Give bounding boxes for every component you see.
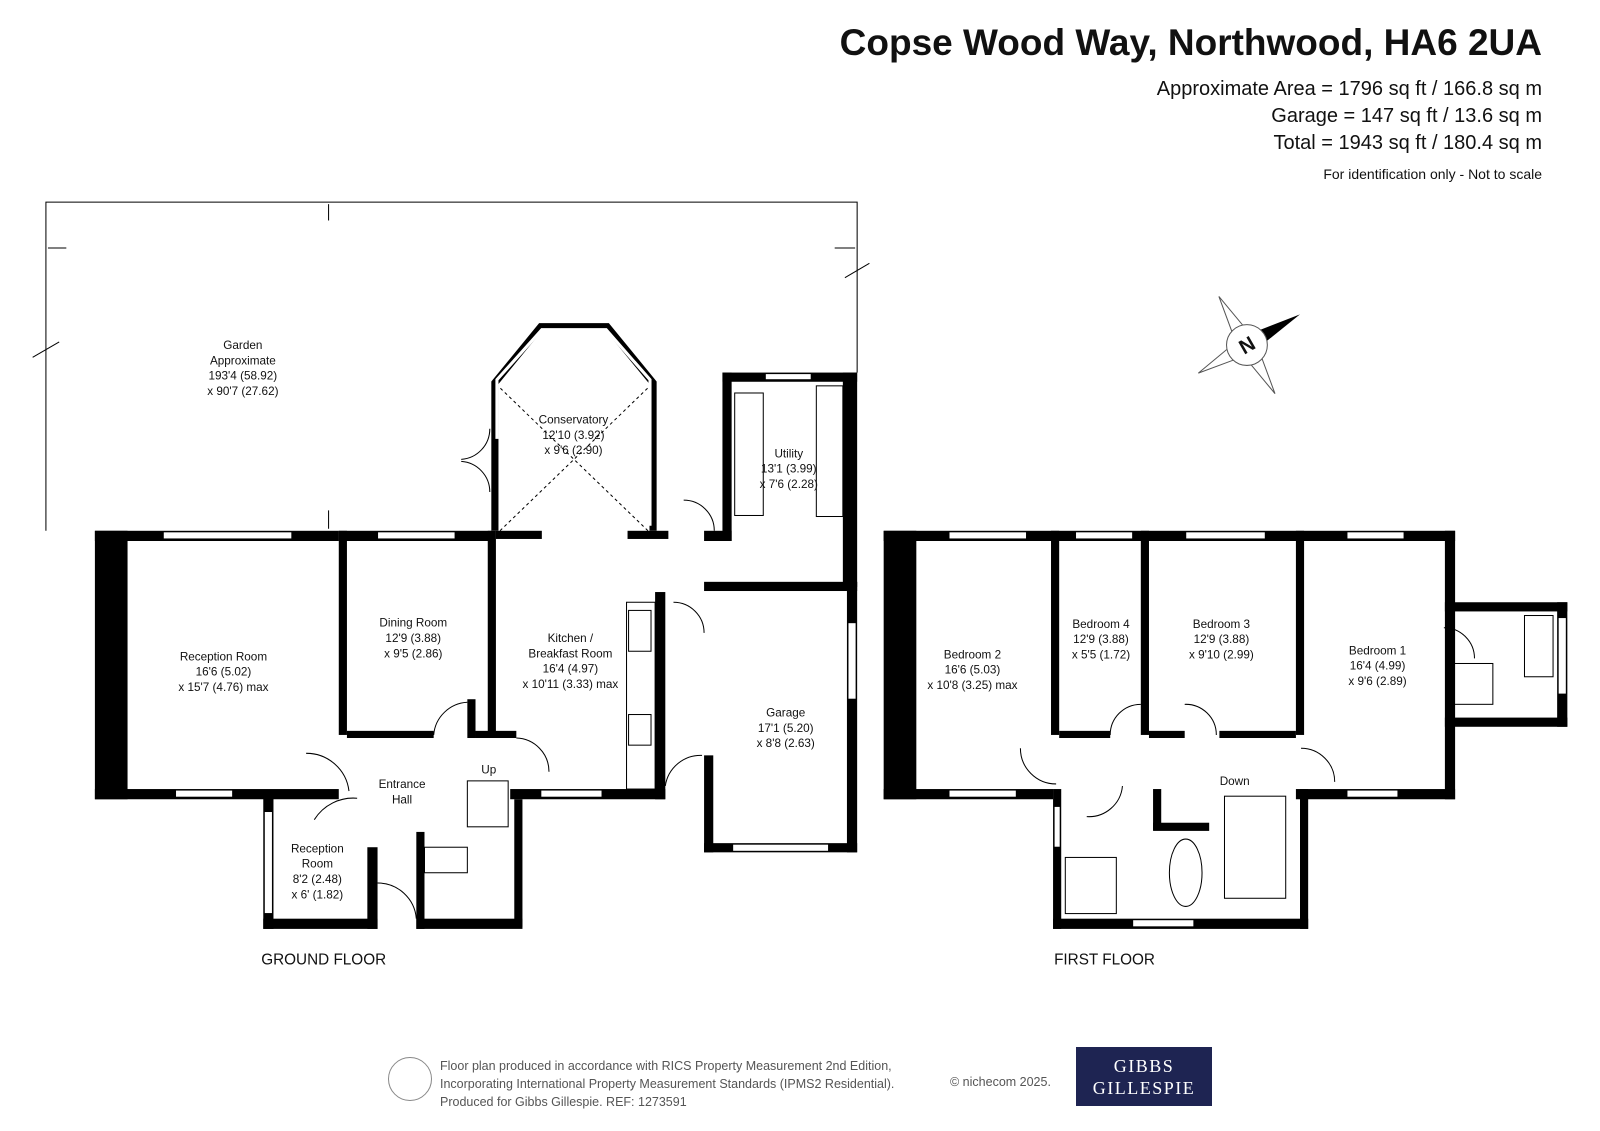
ground-floor-label: GROUND FLOOR	[261, 952, 386, 969]
svg-text:17'1 (5.20): 17'1 (5.20)	[758, 722, 814, 735]
svg-text:12'10 (3.92): 12'10 (3.92)	[542, 429, 604, 442]
scale-note: For identification only - Not to scale	[1323, 166, 1542, 182]
svg-text:x 5'5 (1.72): x 5'5 (1.72)	[1072, 648, 1130, 661]
area-summary: Approximate Area = 1796 sq ft / 166.8 sq…	[1157, 76, 1542, 157]
svg-text:x 9'6 (2.90): x 9'6 (2.90)	[544, 444, 602, 457]
svg-text:12'9 (3.88): 12'9 (3.88)	[1194, 633, 1250, 646]
room-label-conservatory: Conservatory 12'10 (3.92) x 9'6 (2.90)	[539, 414, 609, 458]
footer-line: Produced for Gibbs Gillespie. REF: 12735…	[440, 1095, 687, 1109]
svg-text:Bedroom 4: Bedroom 4	[1072, 618, 1130, 631]
room-label-utility: Utility 13'1 (3.99) x 7'6 (2.28)	[760, 447, 818, 491]
svg-text:Hall: Hall	[392, 793, 412, 806]
svg-text:x 10'8 (3.25) max: x 10'8 (3.25) max	[927, 679, 1017, 692]
svg-text:Garden: Garden	[223, 339, 262, 352]
room-label-bedroom-1: Bedroom 1 16'4 (4.99) x 9'6 (2.89)	[1348, 644, 1406, 688]
svg-text:Reception: Reception	[291, 842, 344, 855]
svg-text:193'4 (58.92): 193'4 (58.92)	[209, 370, 278, 383]
svg-text:x 90'7 (27.62): x 90'7 (27.62)	[207, 385, 278, 398]
room-label-bedroom-3: Bedroom 3 12'9 (3.88) x 9'10 (2.99)	[1189, 618, 1254, 662]
room-label-reception-room: Reception Room 16'6 (5.02) x 15'7 (4.76) m…	[178, 650, 268, 694]
svg-text:12'9 (3.88): 12'9 (3.88)	[1073, 633, 1129, 646]
svg-text:13'1 (3.99): 13'1 (3.99)	[761, 463, 817, 476]
stairs-up-label: Up	[481, 764, 496, 777]
svg-text:12'9 (3.88): 12'9 (3.88)	[385, 632, 441, 645]
svg-text:Utility: Utility	[774, 447, 803, 460]
room-label-kitchen: Kitchen / Breakfast Room 16'4 (4.97) x 10'1…	[523, 632, 619, 691]
svg-text:x 7'6 (2.28): x 7'6 (2.28)	[760, 478, 818, 491]
total-area: Total = 1943 sq ft / 180.4 sq m	[1273, 132, 1543, 154]
svg-text:16'6 (5.03): 16'6 (5.03)	[945, 664, 1001, 677]
svg-text:Room: Room	[302, 858, 333, 871]
stairs-down-label: Down	[1220, 775, 1250, 788]
first-floor-walls	[883, 530, 1568, 929]
svg-text:Conservatory: Conservatory	[539, 414, 609, 427]
svg-text:x 9'5 (2.86): x 9'5 (2.86)	[384, 647, 442, 660]
svg-text:8'2 (2.48): 8'2 (2.48)	[293, 873, 342, 886]
compass-icon: N	[1198, 296, 1300, 394]
room-label-dining-room: Dining Room 12'9 (3.88) x 9'5 (2.86)	[379, 617, 447, 661]
svg-text:Bedroom 3: Bedroom 3	[1193, 618, 1250, 631]
svg-text:Reception Room: Reception Room	[180, 650, 267, 663]
person-icon	[388, 1057, 432, 1101]
svg-text:16'4 (4.97): 16'4 (4.97)	[543, 663, 599, 676]
garden-outline	[32, 201, 870, 531]
svg-text:x 8'8 (2.63): x 8'8 (2.63)	[757, 737, 815, 750]
svg-text:Approximate: Approximate	[210, 354, 276, 367]
property-title: Copse Wood Way, Northwood, HA6 2UA	[839, 22, 1542, 63]
ground-floor-walls	[94, 323, 858, 929]
footer-line: Floor plan produced in accordance with R…	[440, 1059, 892, 1073]
svg-text:Breakfast Room: Breakfast Room	[528, 647, 612, 660]
copyright: © nichecom 2025.	[950, 1075, 1051, 1089]
svg-text:16'4 (4.99): 16'4 (4.99)	[1350, 660, 1406, 673]
svg-text:x 6' (1.82): x 6' (1.82)	[291, 888, 343, 901]
svg-text:x 9'6 (2.89): x 9'6 (2.89)	[1348, 675, 1406, 688]
footer-notice: Floor plan produced in accordance with R…	[440, 1057, 894, 1111]
svg-text:Bedroom 1: Bedroom 1	[1349, 644, 1406, 657]
svg-text:Dining Room: Dining Room	[379, 617, 447, 630]
room-label-bedroom-4: Bedroom 4 12'9 (3.88) x 5'5 (1.72)	[1072, 618, 1130, 662]
room-label-bedroom-2: Bedroom 2 16'6 (5.03) x 10'8 (3.25) max	[927, 648, 1017, 692]
approximate-area: Approximate Area = 1796 sq ft / 166.8 sq…	[1156, 78, 1542, 100]
svg-text:Entrance: Entrance	[379, 778, 426, 791]
svg-text:16'6 (5.02): 16'6 (5.02)	[196, 666, 252, 679]
room-label-garage: Garage 17'1 (5.20) x 8'8 (2.63)	[757, 707, 815, 751]
garage-area: Garage = 147 sq ft / 13.6 sq m	[1271, 105, 1542, 127]
logo-line: GIBBS	[1113, 1056, 1175, 1076]
footer-line: Incorporating International Property Mea…	[440, 1077, 895, 1091]
svg-text:x 9'10 (2.99): x 9'10 (2.99)	[1189, 648, 1254, 661]
svg-text:Kitchen /: Kitchen /	[548, 632, 594, 645]
gibbs-gillespie-logo: GIBBS GILLESPIE	[1076, 1047, 1212, 1106]
svg-text:Garage: Garage	[766, 707, 805, 720]
first-floor-label: FIRST FLOOR	[1054, 952, 1155, 969]
svg-text:x 10'11 (3.33) max: x 10'11 (3.33) max	[523, 678, 619, 691]
svg-text:Bedroom 2: Bedroom 2	[944, 648, 1001, 661]
svg-text:x 15'7 (4.76) max: x 15'7 (4.76) max	[178, 681, 268, 694]
logo-line: GILLESPIE	[1092, 1078, 1196, 1098]
